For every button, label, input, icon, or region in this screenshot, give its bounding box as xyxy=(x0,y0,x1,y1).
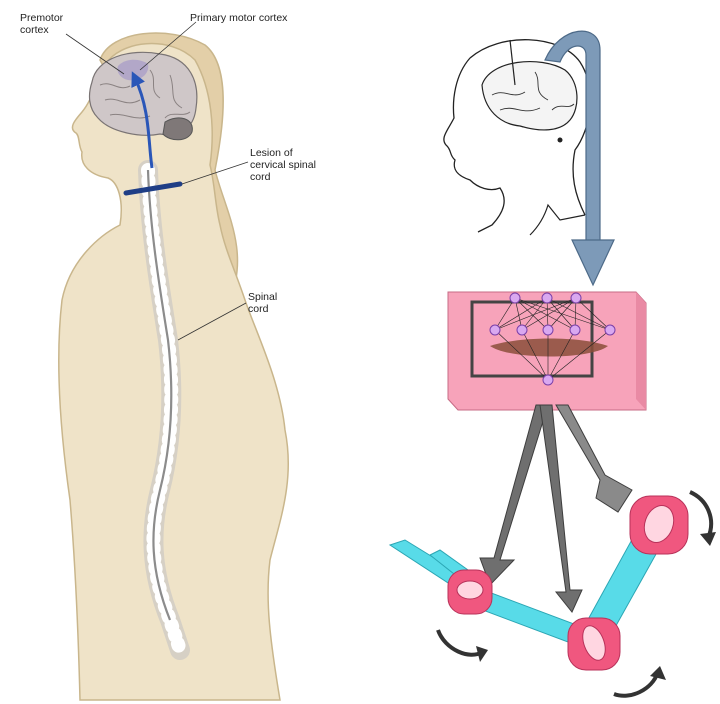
primary-motor-cortex-label: Primary motor cortex xyxy=(190,12,287,24)
lesion-label: Lesion of cervical spinal cord xyxy=(250,147,316,183)
robot-joint xyxy=(448,570,492,614)
neural-decoder-box xyxy=(448,292,646,410)
robot-arm xyxy=(390,496,688,670)
premotor-cortex-label: Premotor cortex xyxy=(20,12,63,36)
human-body-illustration xyxy=(59,22,289,700)
spinal-cord-label: Spinal cord xyxy=(248,291,277,315)
head-line-drawing xyxy=(444,40,590,235)
robot-joint xyxy=(630,496,688,554)
robot-joint xyxy=(568,618,620,670)
